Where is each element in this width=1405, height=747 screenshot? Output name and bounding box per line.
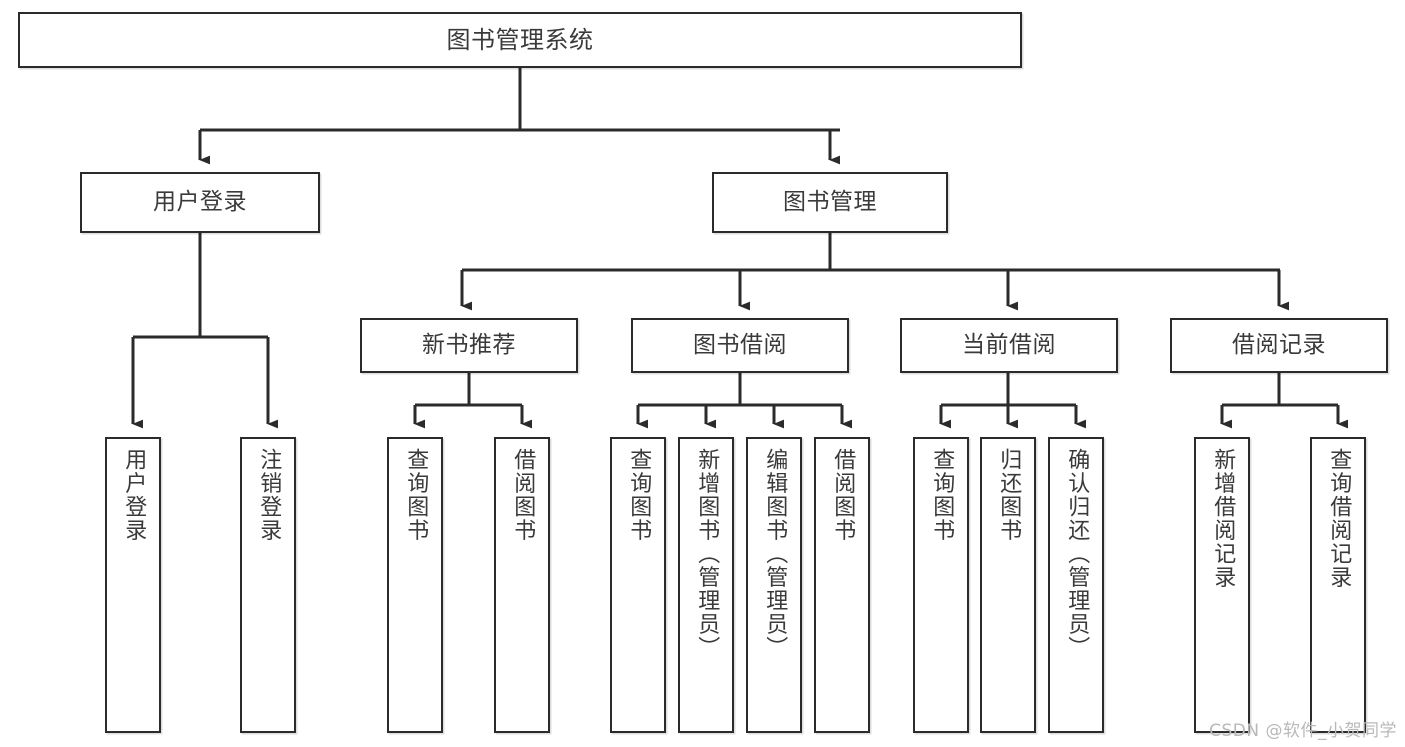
node-root-system[interactable]: 图书管理系统 <box>18 12 1022 68</box>
leaf-current-query-book[interactable]: 查询图书 <box>913 437 969 733</box>
leaf-newbook-query-book[interactable]: 查询图书 <box>387 437 443 733</box>
node-new-book-recommend[interactable]: 新书推荐 <box>360 318 578 373</box>
node-label: 查询图书 <box>403 448 429 542</box>
node-borrow-record[interactable]: 借阅记录 <box>1170 318 1388 373</box>
leaf-user-login[interactable]: 用户登录 <box>105 437 161 733</box>
node-label: 编辑图书（管理员） <box>762 448 788 660</box>
node-label: 新增借阅记录 <box>1210 448 1236 589</box>
node-label: 用户登录 <box>121 448 147 542</box>
node-book-management[interactable]: 图书管理 <box>712 172 948 233</box>
node-label: 借阅记录 <box>1232 331 1326 358</box>
leaf-borrow-query-book[interactable]: 查询图书 <box>610 437 666 733</box>
node-current-borrow[interactable]: 当前借阅 <box>900 318 1118 373</box>
node-label: 归还图书 <box>996 448 1022 542</box>
node-label: 查询借阅记录 <box>1326 448 1352 589</box>
leaf-borrow-edit-book-admin[interactable]: 编辑图书（管理员） <box>746 437 802 733</box>
leaf-borrow-add-book-admin[interactable]: 新增图书（管理员） <box>678 437 734 733</box>
node-book-borrow[interactable]: 图书借阅 <box>631 318 849 373</box>
node-label: 新书推荐 <box>422 331 516 358</box>
leaf-current-return-book[interactable]: 归还图书 <box>980 437 1036 733</box>
leaf-borrow-borrow-book[interactable]: 借阅图书 <box>814 437 870 733</box>
node-label: 新增图书（管理员） <box>694 448 720 660</box>
watermark-text: CSDN @软件_小贺同学 <box>1209 721 1397 741</box>
node-label: 注销登录 <box>256 448 282 542</box>
node-label: 确认归还（管理员） <box>1064 448 1090 660</box>
node-label: 图书管理系统 <box>446 25 594 54</box>
leaf-record-add-record[interactable]: 新增借阅记录 <box>1194 437 1250 733</box>
leaf-logout[interactable]: 注销登录 <box>240 437 296 733</box>
node-label: 用户登录 <box>153 188 247 215</box>
leaf-current-confirm-return-admin[interactable]: 确认归还（管理员） <box>1048 437 1104 733</box>
node-label: 借阅图书 <box>510 448 536 542</box>
node-label: 借阅图书 <box>830 448 856 542</box>
node-label: 当前借阅 <box>962 331 1056 358</box>
leaf-newbook-borrow-book[interactable]: 借阅图书 <box>494 437 550 733</box>
leaf-record-query-record[interactable]: 查询借阅记录 <box>1310 437 1366 733</box>
node-label: 图书借阅 <box>693 331 787 358</box>
node-label: 查询图书 <box>626 448 652 542</box>
node-user-login[interactable]: 用户登录 <box>80 172 320 233</box>
node-label: 图书管理 <box>783 188 877 215</box>
node-label: 查询图书 <box>929 448 955 542</box>
